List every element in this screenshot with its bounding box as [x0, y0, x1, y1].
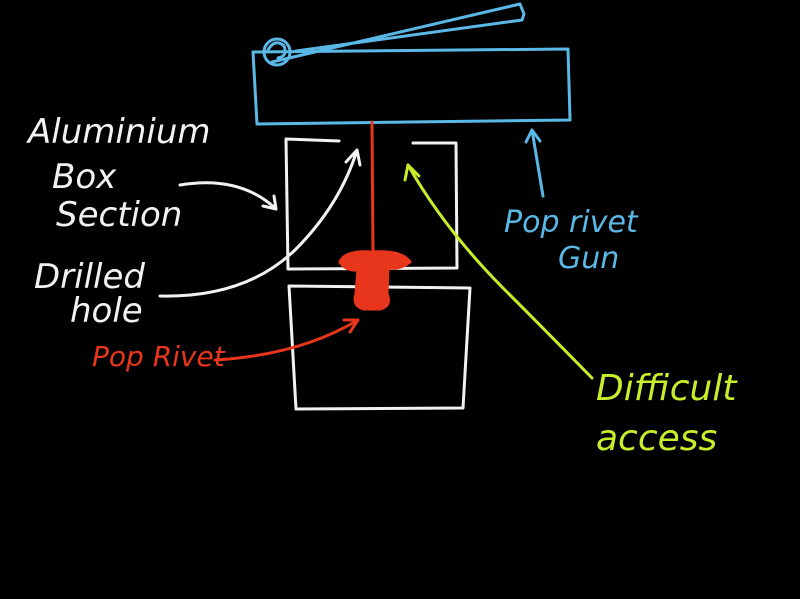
gun-handle — [270, 2, 526, 64]
rivet-body — [338, 250, 412, 311]
pop-rivet-label: Pop Rivet — [92, 340, 226, 373]
gun-label-line1: Pop rivet — [504, 205, 639, 240]
pop-rivet-assembly — [338, 120, 412, 311]
pop-rivet-gun — [251, 2, 572, 126]
gun-arrow — [524, 128, 545, 198]
gun-pivot — [262, 37, 292, 67]
drilled-hole-label-line2: hole — [70, 291, 143, 331]
difficult-access-arrow — [403, 163, 594, 380]
drilled-hole-arrow — [158, 148, 362, 298]
box-section-arrow — [178, 181, 278, 211]
difficult-access-label-line2: access — [596, 418, 717, 459]
box-section-label-line3: Section — [56, 195, 182, 235]
box-section-label-line1: Aluminium — [26, 112, 210, 152]
pop-rivet-arrow — [213, 318, 360, 362]
lower-box-section — [287, 284, 472, 411]
gun-pivot-inner — [266, 41, 287, 60]
rivet-mandrel — [370, 120, 375, 252]
gun-label-line2: Gun — [558, 241, 619, 276]
gun-body — [251, 47, 572, 126]
difficult-access-label-line1: Difficult — [596, 368, 738, 409]
drilled-hole-label-line1: Drilled — [34, 257, 145, 297]
box-section-label-line2: Box — [52, 157, 117, 197]
